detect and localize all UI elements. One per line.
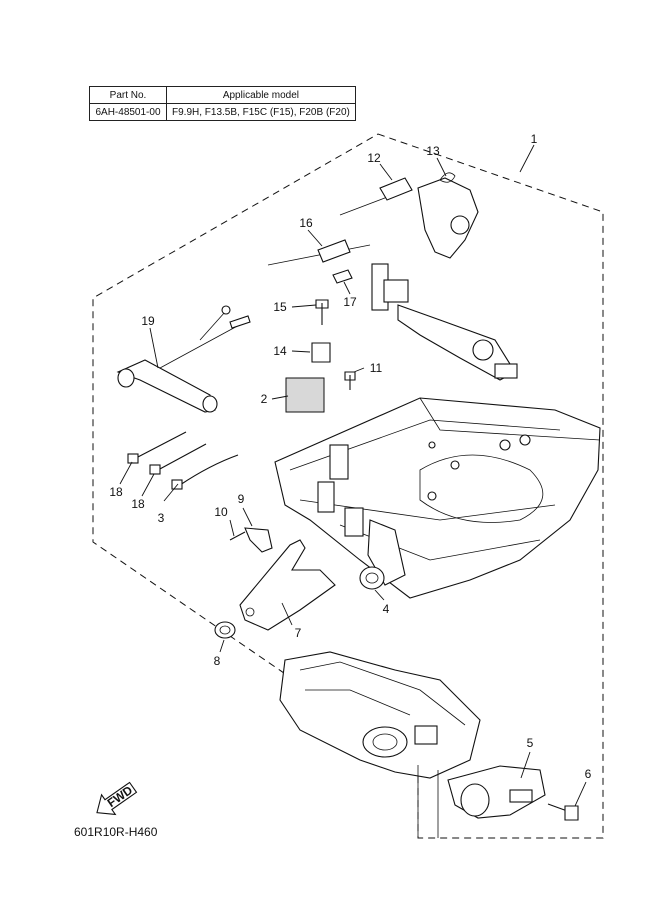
callout-4: 4 [383, 602, 390, 616]
part-17-illustration [332, 269, 353, 284]
fwd-arrow-icon: FWD [96, 781, 138, 816]
part-8-grommet-illustration [214, 621, 236, 639]
callout-15: 15 [273, 300, 287, 314]
callout-1: 1 [531, 132, 538, 146]
part-7-bracket-illustration [239, 539, 336, 631]
callout-18b: 18 [131, 497, 145, 511]
callout-13: 13 [426, 144, 440, 158]
part-10-illustration [229, 531, 246, 541]
callout-17: 17 [343, 295, 357, 309]
callout-11: 11 [370, 361, 383, 375]
cable-ties-illustration [127, 431, 239, 490]
part-16-illustration [317, 239, 351, 263]
callout-14: 14 [273, 344, 287, 358]
callout-18a: 18 [109, 485, 123, 499]
callout-leaders [119, 144, 587, 807]
part-4-grommet-illustration [359, 566, 385, 590]
part-9-illustration [244, 527, 273, 553]
callout-8: 8 [214, 654, 221, 668]
linkage-illustration [267, 177, 518, 381]
applicability-table: Part No. Applicable model 6AH-48501-00 F… [89, 86, 356, 121]
part-13-illustration [439, 172, 456, 183]
bottom-cowling-illustration [274, 397, 601, 599]
part-19-illustration [116, 305, 251, 413]
callout-12: 12 [367, 151, 381, 165]
part-5-holder-illustration [447, 765, 546, 819]
callout-3: 3 [158, 511, 165, 525]
part-12-illustration [379, 177, 413, 201]
callout-7: 7 [295, 626, 302, 640]
part-15-illustration [315, 299, 329, 325]
part-2-illustration [285, 377, 325, 413]
callout-9: 9 [238, 492, 245, 506]
applicable-model-value: F9.9H, F13.5B, F15C (F15), F20B (F20) [166, 103, 356, 121]
callout-19: 19 [141, 314, 155, 328]
callout-5: 5 [527, 736, 534, 750]
part-11-illustration [344, 371, 356, 390]
part-6-bolt-illustration [547, 803, 579, 821]
part-14-illustration [311, 342, 331, 363]
callout-6: 6 [585, 767, 592, 781]
diagram-code: 601R10R-H460 [74, 825, 158, 839]
callout-numbers: 1 2 3 4 5 6 7 8 9 10 11 12 13 14 15 16 1… [109, 132, 591, 781]
callout-10: 10 [214, 505, 228, 519]
bracket-housing-illustration [279, 651, 481, 838]
part-no-value: 6AH-48501-00 [89, 103, 167, 121]
callout-16: 16 [299, 216, 313, 230]
callout-2: 2 [261, 392, 268, 406]
